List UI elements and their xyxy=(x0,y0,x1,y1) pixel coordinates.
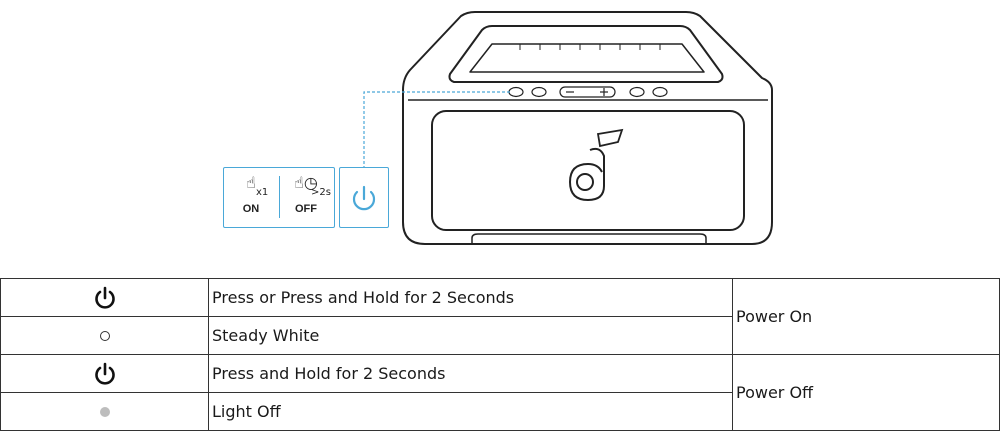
row-icon-cell xyxy=(0,392,209,431)
gesture-callout: ☝ x1 ON ☝◷ >2s OFF xyxy=(223,167,335,228)
row-action: Press or Press and Hold for 2 Seconds xyxy=(208,278,733,317)
press-hand-timer-icon: ☝◷ xyxy=(294,173,318,192)
gesture-on-subscript: x1 xyxy=(256,187,269,198)
power-button-callout xyxy=(339,167,389,228)
led-off-icon xyxy=(99,407,110,417)
gesture-on-label: ON xyxy=(242,203,260,215)
gesture-divider xyxy=(279,176,280,218)
power-icon xyxy=(352,185,376,211)
speaker-drawing xyxy=(363,11,773,245)
table-row: Press and Hold for 2 Seconds Power Off xyxy=(0,354,1000,431)
gesture-on: ☝ x1 ON xyxy=(226,173,276,216)
power-mode-table: Press or Press and Hold for 2 Seconds Po… xyxy=(0,278,1000,431)
row-icon-cell xyxy=(0,354,209,393)
row-action: Steady White xyxy=(208,316,733,355)
table-row: Press or Press and Hold for 2 Seconds Po… xyxy=(0,278,1000,355)
table-row: Light Off xyxy=(0,392,1000,431)
gesture-off: ☝◷ >2s OFF xyxy=(281,173,331,216)
gesture-off-label: OFF xyxy=(295,203,317,215)
row-action: Press and Hold for 2 Seconds xyxy=(208,354,733,393)
gesture-off-subscript: >2s xyxy=(311,187,331,198)
result-cell: Power Off xyxy=(732,354,1000,431)
press-hand-icon: ☝ xyxy=(246,173,256,192)
speaker-illustration: ☝ x1 ON ☝◷ >2s OFF xyxy=(223,11,773,245)
table-row: Steady White xyxy=(0,316,1000,355)
row-icon-cell xyxy=(0,316,209,355)
row-action: Light Off xyxy=(208,392,733,431)
power-icon xyxy=(94,286,115,309)
result-cell: Power On xyxy=(732,278,1000,355)
row-icon-cell xyxy=(0,278,209,317)
power-icon xyxy=(94,362,115,385)
led-steady-white-icon xyxy=(99,331,110,341)
